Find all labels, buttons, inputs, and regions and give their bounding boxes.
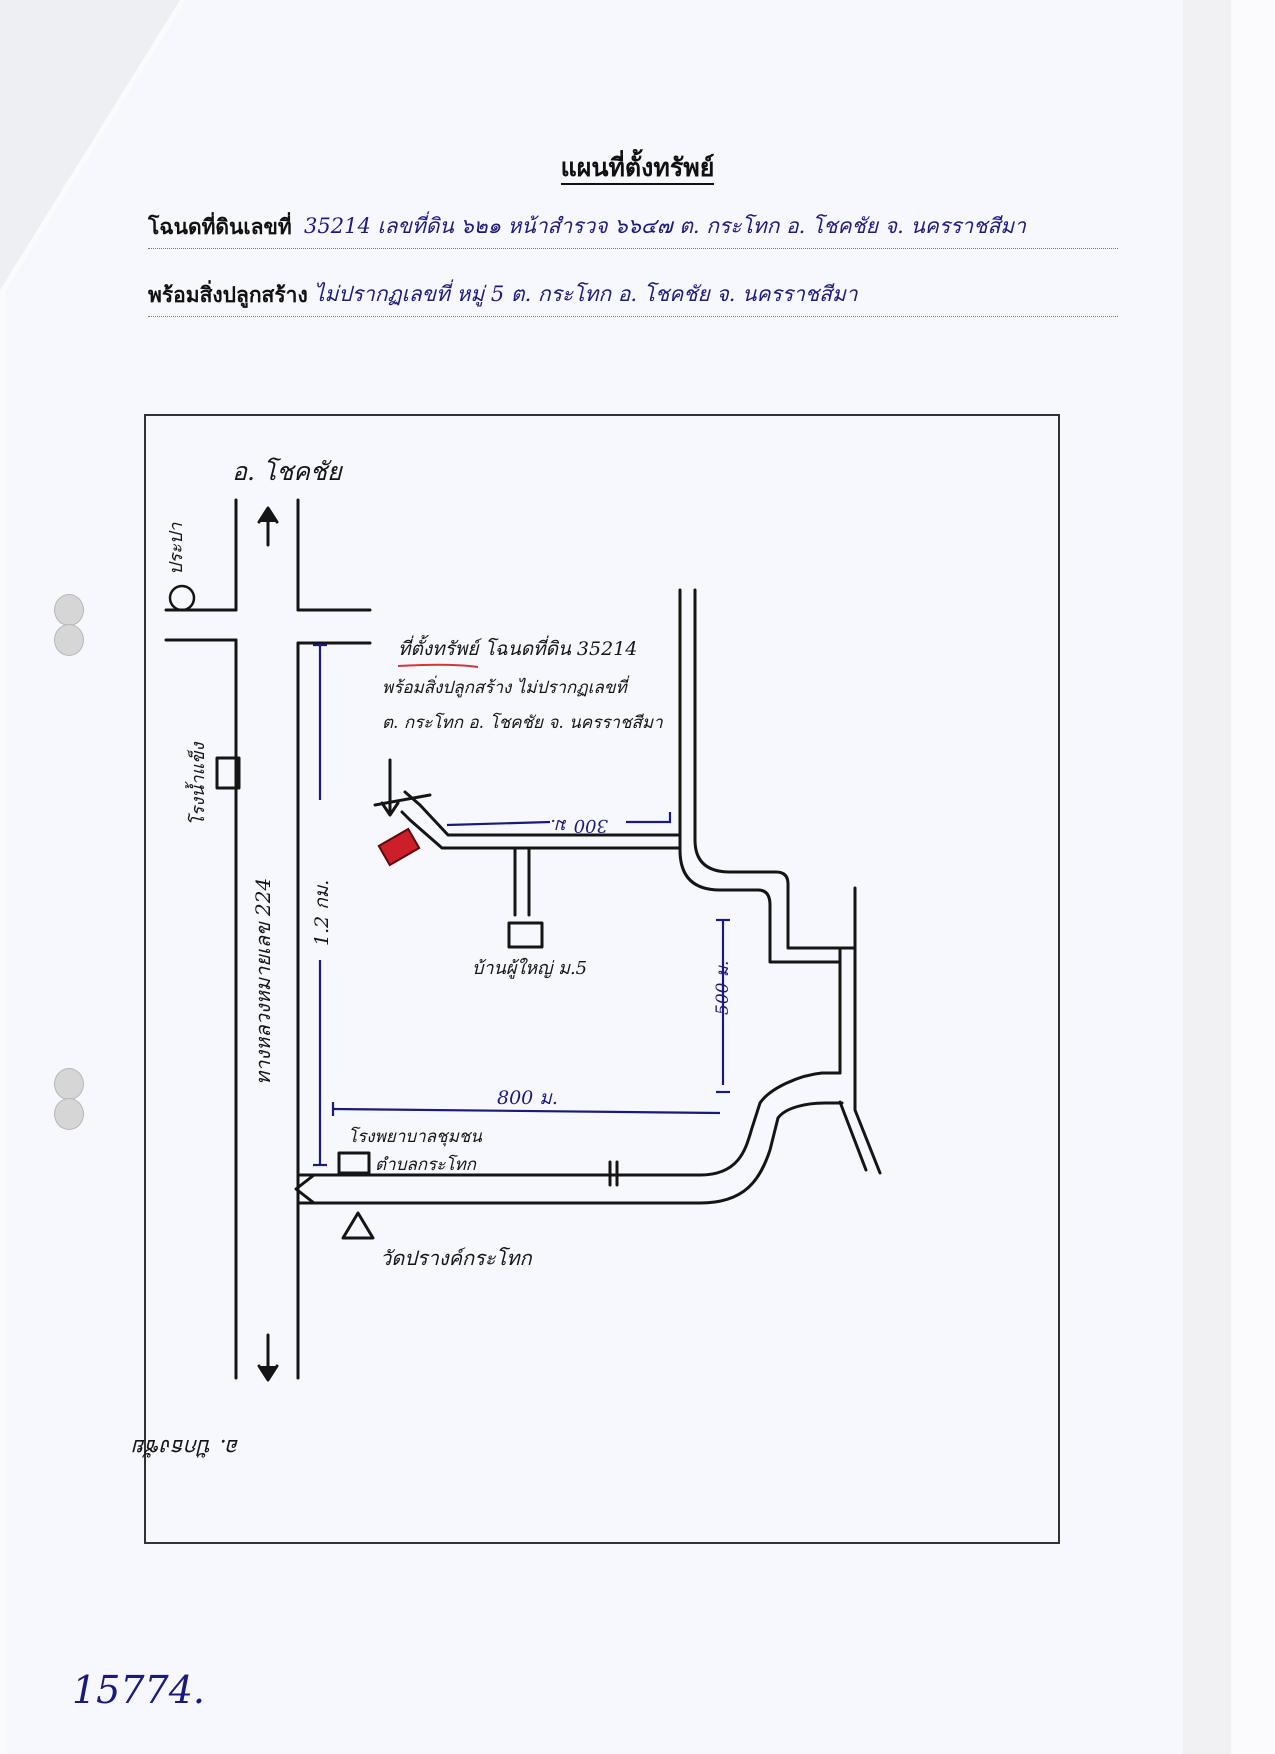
document-page xyxy=(6,0,1231,1754)
binder-hole xyxy=(54,1098,84,1130)
building-value: ไม่ปรากฏเลขที่ หมู่ 5 ต. กระโทก อ. โชคชั… xyxy=(314,282,858,306)
document-title: แผนที่ตั้งทรัพย์ xyxy=(0,148,1275,188)
building-field: พร้อมสิ่งปลูกสร้าง ไม่ปรากฏเลขที่ หมู่ 5… xyxy=(148,280,1118,317)
property-line2-label: พร้อมสิ่งปลูกสร้าง ไม่ปรากฏเลขที่ xyxy=(382,675,630,698)
temple-label: วัดปรางค์กระโทก xyxy=(380,1246,533,1270)
water-tower-icon xyxy=(168,584,196,612)
building-label: พร้อมสิ่งปลูกสร้าง xyxy=(148,283,308,307)
bottom-destination-label: อ. ปักธงชัย xyxy=(131,1434,240,1459)
page-edge-strip xyxy=(1183,0,1231,1754)
water-tower-label: ประปา xyxy=(166,522,187,575)
south-road-south-edge xyxy=(698,1101,844,1205)
hospital-marker xyxy=(337,1151,371,1175)
property-title-label: ที่ตั้งทรัพย์ โฉนดที่ดิน 35214 xyxy=(398,634,637,660)
property-location-marker xyxy=(377,827,421,867)
factory-marker xyxy=(215,756,241,790)
lane-north-edge xyxy=(403,790,682,837)
deed-label: โฉนดที่ดินเลขที่ xyxy=(148,215,292,239)
distance-lane-label: 300 ม. xyxy=(550,815,608,836)
factory-label: โรงน้ำแข็ง xyxy=(184,742,209,826)
lane-south-edge xyxy=(400,810,682,850)
hospital-label-line2: ตำบลกระโทก xyxy=(375,1154,477,1175)
distance-side-label: 500 ม. xyxy=(713,961,733,1015)
top-destination-label: อ. โชคชัย xyxy=(232,457,344,486)
hospital-label-line1: โรงพยาบาลชุมชน xyxy=(348,1126,482,1147)
highway-label: ทางหลวงหมายเลข 224 xyxy=(251,878,275,1085)
village-head-house-marker xyxy=(507,921,544,949)
village-head-house-label: บ้านผู้ใหญ่ ม.5 xyxy=(472,957,587,979)
distance-south-label: 800 ม. xyxy=(497,1087,558,1109)
deed-field: โฉนดที่ดินเลขที่ 35214 เลขที่ดิน ๖๒๑ หน้… xyxy=(148,212,1118,249)
map-frame xyxy=(144,414,1060,1544)
binder-hole xyxy=(54,624,84,656)
deed-value: 35214 เลขที่ดิน ๖๒๑ หน้าสำรวจ ๖๖๔๗ ต. กร… xyxy=(304,214,1026,238)
property-line3-label: ต. กระโทก อ. โชคชัย จ. นครราชสีมา xyxy=(382,712,663,733)
distance-main-label: 1.2 กม. xyxy=(311,880,333,946)
south-road-north-edge xyxy=(608,1071,842,1177)
page-number: 15774. xyxy=(72,1668,205,1712)
temple-marker xyxy=(341,1211,375,1240)
